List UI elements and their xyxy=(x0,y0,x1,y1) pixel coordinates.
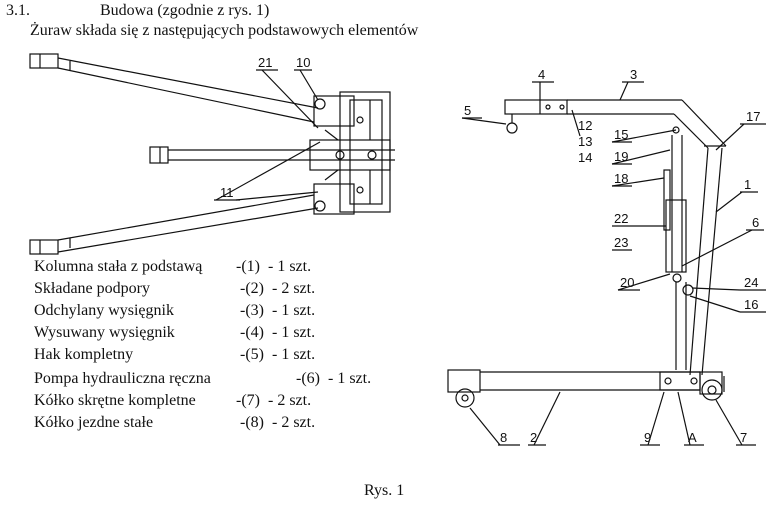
leader-11a xyxy=(215,141,321,201)
figure-caption: Rys. 1 xyxy=(364,482,405,499)
lower-leg xyxy=(57,207,319,253)
label: 8 xyxy=(500,430,507,445)
label: 20 xyxy=(620,275,634,290)
part-code: -(7) - 2 szt. xyxy=(236,392,312,409)
label: 11 xyxy=(220,185,234,200)
leg-end xyxy=(447,369,481,393)
leader-21 xyxy=(261,69,319,129)
label: 5 xyxy=(464,103,471,118)
label: 16 xyxy=(744,297,758,312)
center-boom-end xyxy=(149,146,169,164)
part-row-7: Kółko skrętne kompletne -(7) - 2 szt. xyxy=(34,392,311,446)
fixed-wheel xyxy=(455,388,475,408)
part-name: Hak kompletny xyxy=(34,346,134,363)
part-code: -(1) - 1 szt. xyxy=(236,258,312,275)
leader-11b xyxy=(235,191,319,201)
leader-10 xyxy=(299,69,319,101)
label: 19 xyxy=(614,149,628,164)
part-name: Odchylany wysięgnik xyxy=(34,302,174,319)
label: 12 xyxy=(578,118,592,133)
top-view-labels: 21 10 11 xyxy=(220,55,310,200)
part-code: -(8) - 2 szt. xyxy=(240,414,316,431)
part-code: -(3) - 1 szt. xyxy=(240,302,316,319)
label: A xyxy=(688,430,697,445)
label: 7 xyxy=(740,430,747,445)
lower-bracket xyxy=(313,183,355,215)
part-name: Kółko skrętne kompletne xyxy=(34,392,196,409)
part-name: Wysuwany wysięgnik xyxy=(34,324,175,341)
section-number: 3.1. xyxy=(6,2,30,19)
upper-bracket xyxy=(313,95,355,127)
section-title: Budowa (zgodnie z rys. 1) xyxy=(100,2,270,19)
extendable-boom xyxy=(504,99,568,115)
label: 22 xyxy=(614,211,628,226)
side-view-labels: 4 3 5 12 13 14 15 19 18 17 1 22 23 6 20 … xyxy=(464,67,760,445)
part-row-6: Pompa hydrauliczna ręczna -(6) - 1 szt. xyxy=(34,370,371,424)
lower-leg xyxy=(57,194,315,241)
central-mount xyxy=(309,139,391,171)
label: 4 xyxy=(538,67,545,82)
part-row-3: Odchylany wysięgnik -(3) - 1 szt. xyxy=(34,302,315,356)
pump-handle xyxy=(663,169,671,231)
upper-leg xyxy=(57,57,319,109)
upper-leg-end xyxy=(29,53,59,69)
part-row-4: Wysuwany wysięgnik -(4) - 1 szt. xyxy=(34,324,315,378)
part-row-8: Kółko jezdne stałe -(8) - 2 szt. xyxy=(34,414,315,468)
pump-body xyxy=(665,199,687,273)
upper-leg xyxy=(57,67,315,123)
label: 24 xyxy=(744,275,758,290)
part-code: -(2) - 2 szt. xyxy=(240,280,316,297)
label: 6 xyxy=(752,215,759,230)
label: 23 xyxy=(614,235,628,250)
label: 21 xyxy=(258,55,272,70)
part-name: Składane podpory xyxy=(34,280,150,297)
side-view-drawing xyxy=(447,81,766,446)
top-view-drawing xyxy=(29,53,395,255)
label: 18 xyxy=(614,171,628,186)
part-code: -(5) - 1 szt. xyxy=(240,346,316,363)
label: 17 xyxy=(746,109,760,124)
hook xyxy=(506,122,518,134)
part-name: Kolumna stała z podstawą xyxy=(34,258,203,275)
column xyxy=(689,147,709,376)
part-row-2: Składane podpory -(2) - 2 szt. xyxy=(34,280,315,334)
label: 2 xyxy=(530,430,537,445)
part-code: -(4) - 1 szt. xyxy=(240,324,316,341)
intro-text: Żuraw składa się z następujących podstaw… xyxy=(30,22,419,39)
label: 13 xyxy=(578,134,592,149)
label: 15 xyxy=(614,127,628,142)
part-name: Kółko jezdne stałe xyxy=(34,414,154,431)
part-row-5: Hak kompletny -(5) - 1 szt. xyxy=(34,346,315,400)
label: 14 xyxy=(578,150,592,165)
label: 10 xyxy=(296,55,310,70)
swivel-wheel xyxy=(701,379,723,401)
lower-leg-end xyxy=(29,239,59,255)
label: 1 xyxy=(744,177,751,192)
label: 9 xyxy=(644,430,651,445)
part-name: Pompa hydrauliczna ręczna xyxy=(34,370,211,387)
part-code: -(6) - 1 szt. xyxy=(296,370,372,387)
label: 3 xyxy=(630,67,637,82)
part-row-1: Kolumna stała z podstawą -(1) - 1 szt. xyxy=(34,258,311,312)
